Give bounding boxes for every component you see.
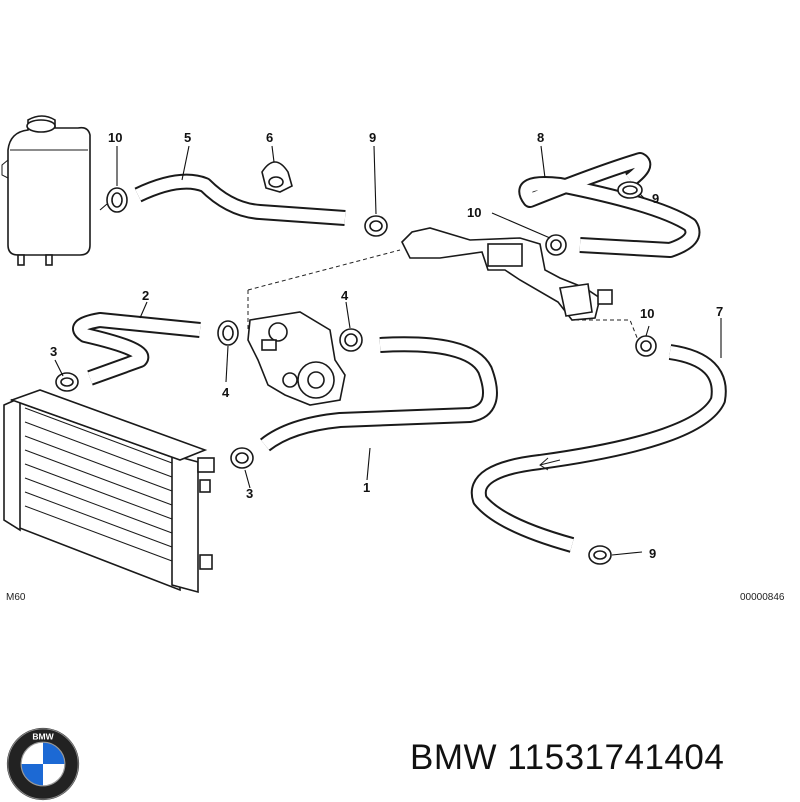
hose-clamp [230,447,254,469]
drawing-number: 00000846 [740,592,785,603]
callout-10: 10 [108,130,122,145]
callout-6: 6 [266,130,273,145]
hose-clamp [635,335,657,357]
hose-2 [72,312,201,386]
hose-clamp [55,372,79,392]
callout-9: 9 [649,546,656,561]
thermostat-housing [401,227,613,321]
hose-clamp [588,545,612,565]
hose-clamp [545,234,567,256]
callout-5: 5 [184,130,191,145]
callout-3: 3 [50,344,57,359]
part-number: 11531741404 [507,738,725,777]
callout-9: 9 [369,130,376,145]
water-pump [247,311,346,406]
hose-clip [261,161,293,193]
radiator [3,389,215,594]
relation-line [247,249,641,346]
callout-10: 10 [467,205,481,220]
model-code: M60 [6,592,26,603]
hose-7 [470,344,727,553]
callout-4: 4 [341,288,349,303]
hose-clamp [339,328,363,352]
hose-clamp [217,320,239,346]
callout-9: 9 [652,191,659,206]
part-title: BMW 11531741404 [410,738,724,778]
hose-clamp [106,187,128,213]
hose-8 [518,152,701,258]
logo-letters: BMW [32,731,54,741]
hose-clamp [364,215,388,237]
hose-clamp [617,181,643,199]
callout-8: 8 [537,130,544,145]
leader-lines [54,145,722,556]
callout-2: 2 [142,288,149,303]
callout-4: 4 [222,385,230,400]
hose-1 [260,336,498,452]
callout-1: 1 [363,480,370,495]
callout-7: 7 [716,304,723,319]
hose-5 [134,173,346,226]
brand-name: BMW [410,738,498,777]
callout-10: 10 [640,306,654,321]
expansion-tank [1,115,91,266]
callout-3: 3 [246,486,253,501]
bmw-logo: BMW [6,727,80,801]
cooling-hose-diagram: 10 5 6 9 8 9 10 2 4 10 7 3 4 1 3 9 M60 0… [1,115,785,603]
